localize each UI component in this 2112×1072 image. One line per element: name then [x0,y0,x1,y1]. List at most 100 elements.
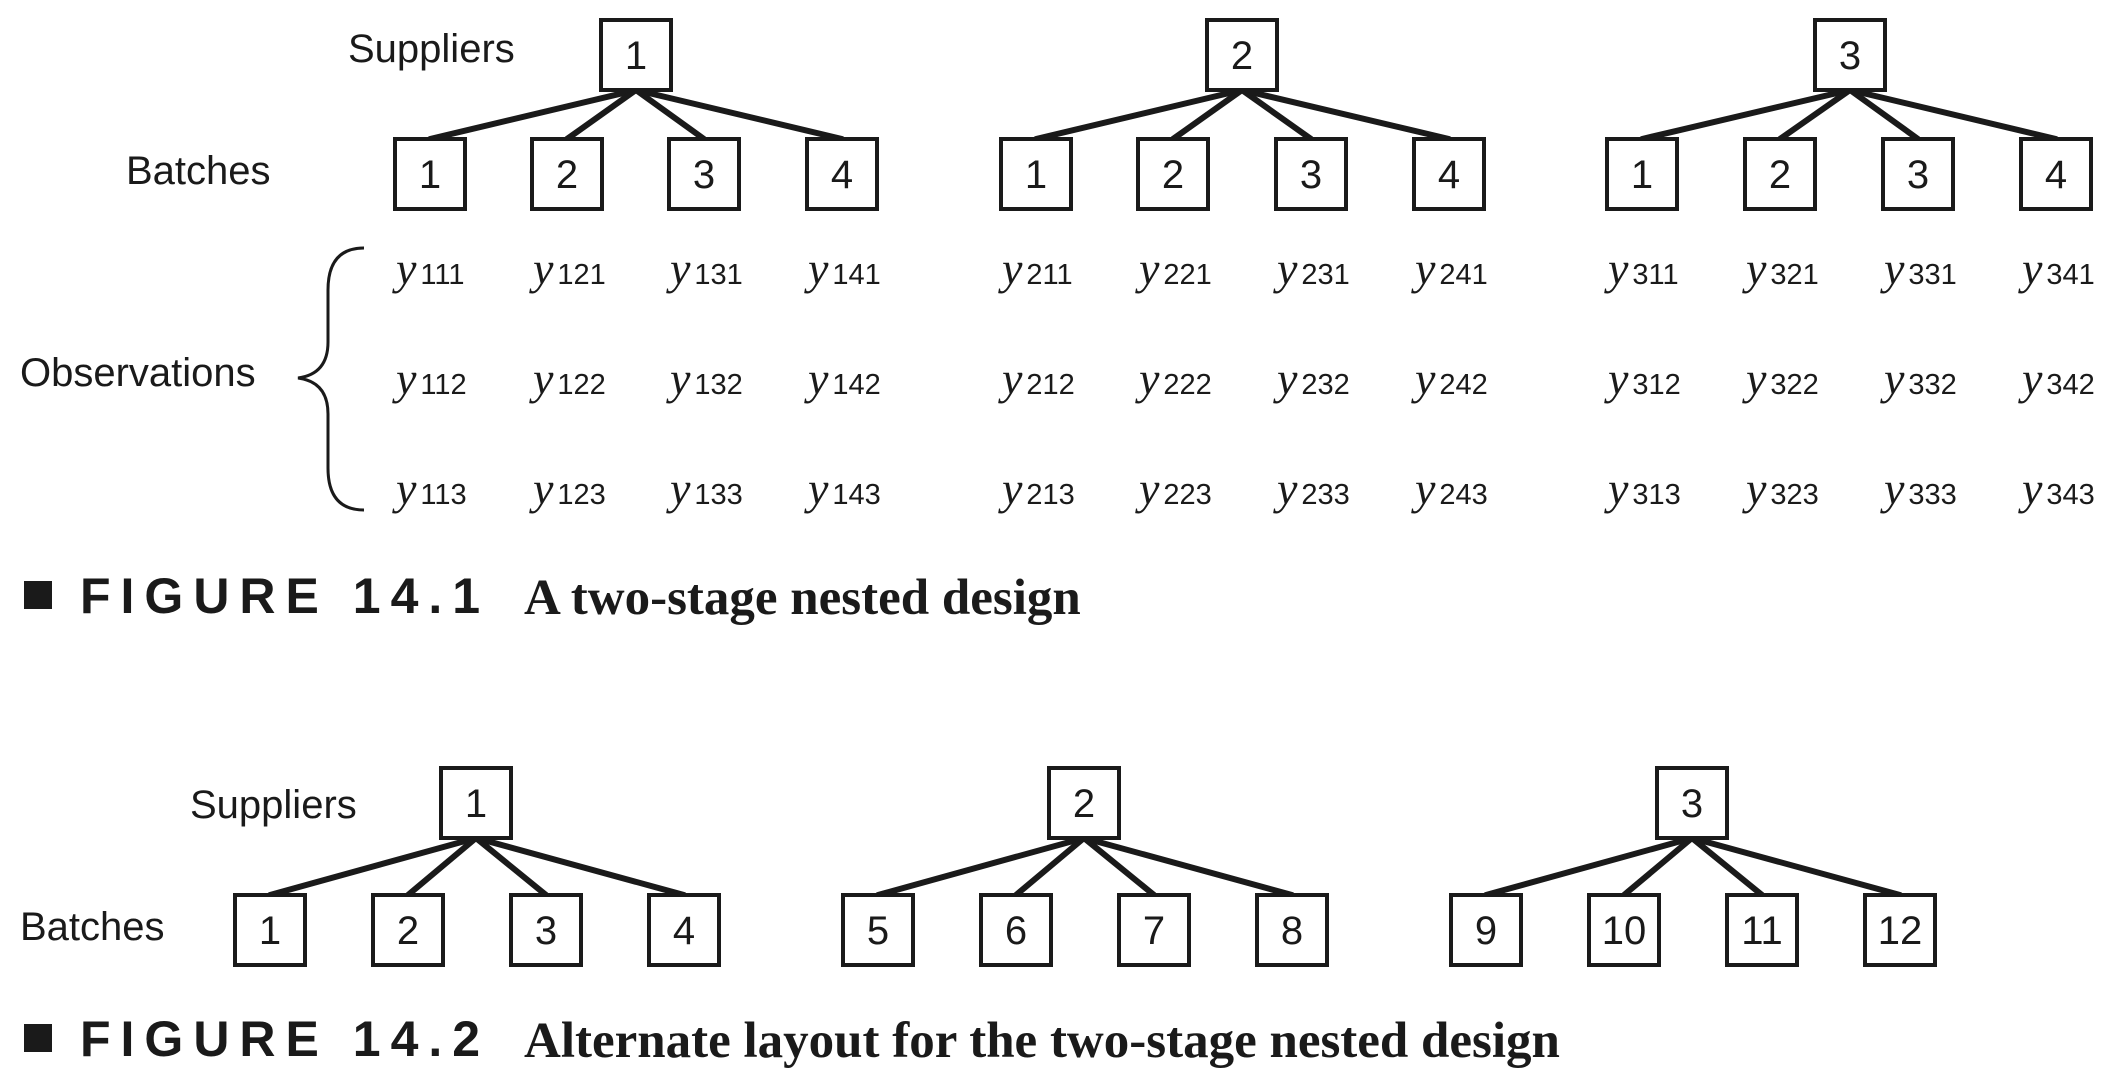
batch-box [1136,137,1210,211]
observation-symbol: y [1273,463,1298,514]
observation-symbol: y [1880,353,1905,404]
observation-subscript: 141 [832,259,880,291]
supplier-number: 3 [1681,782,1703,826]
tree-edge [564,87,639,142]
batch-number: 6 [1005,909,1027,953]
observations-brace [297,246,365,512]
observation-symbol: y [804,353,829,404]
observation-symbol: y [666,353,691,404]
observation-subscript: 143 [832,479,880,511]
observation-symbol: y [392,243,417,294]
batch-node: 10 [1587,893,1661,967]
batch-box [393,137,467,211]
observation-symbol: y [529,353,554,404]
batch-box [1274,137,1348,211]
observation-subscript: 311 [1632,259,1678,291]
batches-row-label: Batches [126,149,271,193]
suppliers-row-label: Suppliers [190,783,357,827]
batch-node: 2 [530,137,604,211]
observation-symbol: y [804,463,829,514]
tree-edge [1639,87,1853,142]
observation-subscript: 113 [420,479,466,511]
tree-edge [1033,87,1245,142]
tree-edge [1847,87,2059,142]
observation-symbol: y [998,463,1023,514]
batch-box [530,137,604,211]
observation-subscript: 331 [1908,259,1956,291]
observation-subscript: 111 [420,259,464,291]
observation-symbol: y [1880,463,1905,514]
batch-number: 1 [1025,153,1047,197]
supplier-box [599,18,673,92]
batch-box [233,893,307,967]
batch-box [1587,893,1661,967]
observation-subscript: 122 [557,369,605,401]
supplier-node: 2 [1205,18,1279,92]
tree-edge [1483,835,1695,898]
batch-number: 2 [1769,153,1791,197]
observation-symbol: y [804,243,829,294]
observation-symbol: y [1604,463,1629,514]
supplier-number: 2 [1073,782,1095,826]
batch-box [1881,137,1955,211]
observation-subscript: 343 [2046,479,2094,511]
batch-box [667,137,741,211]
observation-subscript: 223 [1163,479,1211,511]
observation-subscript: 212 [1026,369,1074,401]
observation-symbol: y [998,353,1023,404]
observation-symbol: y [2018,243,2043,294]
observation-subscript: 321 [1770,259,1818,291]
supplier-node: 1 [439,766,513,840]
batch-box [805,137,879,211]
batch-number: 4 [2045,153,2067,197]
supplier-box [1813,18,1887,92]
observation-subscript: 222 [1163,369,1211,401]
tree-edge [1847,87,1921,142]
observation-symbol: y [1135,353,1160,404]
batch-node: 3 [1274,137,1348,211]
supplier-node: 2 [1047,766,1121,840]
observation-symbol: y [1742,353,1767,404]
supplier-number: 3 [1839,34,1861,78]
figure-title: A two-stage nested design [524,570,1081,626]
batch-box [1605,137,1679,211]
tree-edge [405,835,479,898]
tree-edge [267,835,479,898]
batch-number: 2 [397,909,419,953]
batch-box [647,893,721,967]
batch-number: 3 [1907,153,1929,197]
figure-title: Alternate layout for the two-stage neste… [524,1013,1560,1069]
tree-edge [875,835,1087,898]
batch-node: 3 [509,893,583,967]
supplier-box [1655,766,1729,840]
tree-edge [1239,87,1314,142]
batch-number: 4 [831,153,853,197]
batch-node: 7 [1117,893,1191,967]
observation-subscript: 221 [1163,259,1211,291]
tree-edge [473,835,687,898]
batch-number: 9 [1475,909,1497,953]
batch-node: 4 [1412,137,1486,211]
observation-symbol: y [1411,243,1436,294]
batch-box [841,893,915,967]
batch-number: 3 [693,153,715,197]
